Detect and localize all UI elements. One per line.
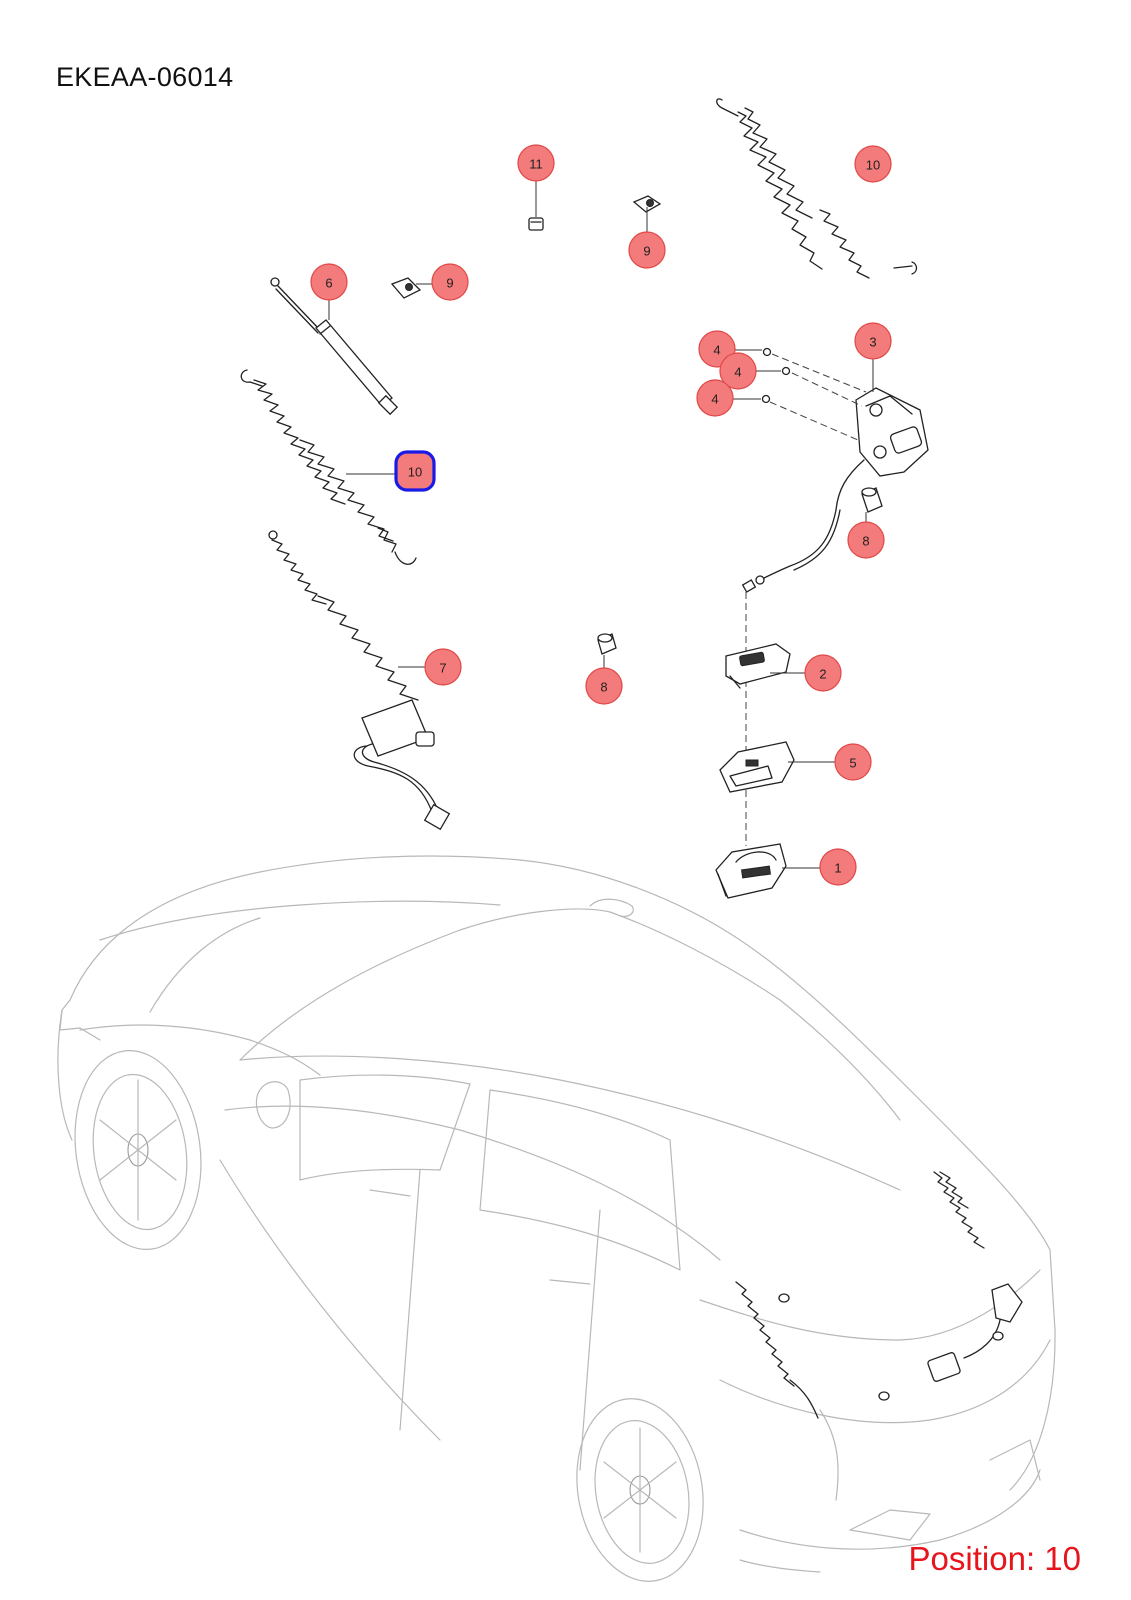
callout-label: 5 [849, 756, 856, 771]
part-spring-selected[interactable] [240, 369, 417, 565]
callout-label: 1 [834, 861, 841, 876]
callout-label: 8 [862, 534, 869, 549]
callout-label: 8 [600, 680, 607, 695]
callout-label: 10 [408, 465, 422, 480]
callout-label: 9 [643, 244, 650, 259]
callout-1[interactable]: 1 [819, 848, 857, 886]
callout-label: 4 [734, 365, 741, 380]
callout-3[interactable]: 3 [854, 322, 892, 360]
callout-label: 11 [529, 157, 543, 172]
part-clip-9-top[interactable] [632, 195, 662, 232]
callout-label: 4 [713, 343, 720, 358]
callout-label: 4 [711, 392, 718, 407]
diagram-code: EKEAA-06014 [56, 62, 234, 92]
part-clip-9-left[interactable] [390, 277, 432, 299]
position-label: Position: 10 [908, 1540, 1081, 1577]
callout-label: 3 [869, 335, 876, 350]
part-screws-4[interactable] [733, 347, 867, 441]
callout-label: 6 [325, 276, 332, 291]
part-spring-top-right[interactable] [716, 98, 918, 279]
callout-2[interactable]: 2 [804, 654, 842, 692]
part-latch-actuator-3[interactable] [835, 358, 929, 511]
callout-9-top[interactable]: 9 [628, 231, 666, 269]
part-switch-2[interactable] [725, 643, 806, 689]
callout-8-right[interactable]: 8 [847, 521, 885, 559]
callout-4-c[interactable]: 4 [696, 379, 734, 417]
part-cover-5[interactable] [719, 741, 836, 793]
callout-11[interactable]: 11 [517, 144, 555, 182]
part-electric-strut-7[interactable] [268, 530, 451, 831]
callout-7[interactable]: 7 [424, 648, 462, 686]
callout-10-top[interactable]: 10 [854, 145, 892, 183]
part-release-cable[interactable] [741, 509, 841, 846]
callout-8-mid[interactable]: 8 [585, 667, 623, 705]
callout-9-left[interactable]: 9 [431, 263, 469, 301]
callout-label: 9 [446, 276, 453, 291]
part-bumper-8-mid[interactable] [597, 633, 617, 670]
part-bumper-8-right[interactable] [861, 487, 883, 524]
callout-label: 10 [866, 158, 880, 173]
callout-label: 2 [819, 667, 826, 682]
car-outline [57, 855, 1056, 1582]
part-handle-1[interactable] [715, 843, 820, 899]
callout-10-selected[interactable]: 10 [394, 450, 436, 492]
callout-5[interactable]: 5 [834, 743, 872, 781]
callout-6[interactable]: 6 [310, 263, 348, 301]
callout-label: 7 [439, 661, 446, 676]
part-nut-11[interactable] [528, 181, 544, 231]
callout-4-b[interactable]: 4 [719, 352, 757, 390]
part-gas-strut-6[interactable] [270, 277, 399, 416]
